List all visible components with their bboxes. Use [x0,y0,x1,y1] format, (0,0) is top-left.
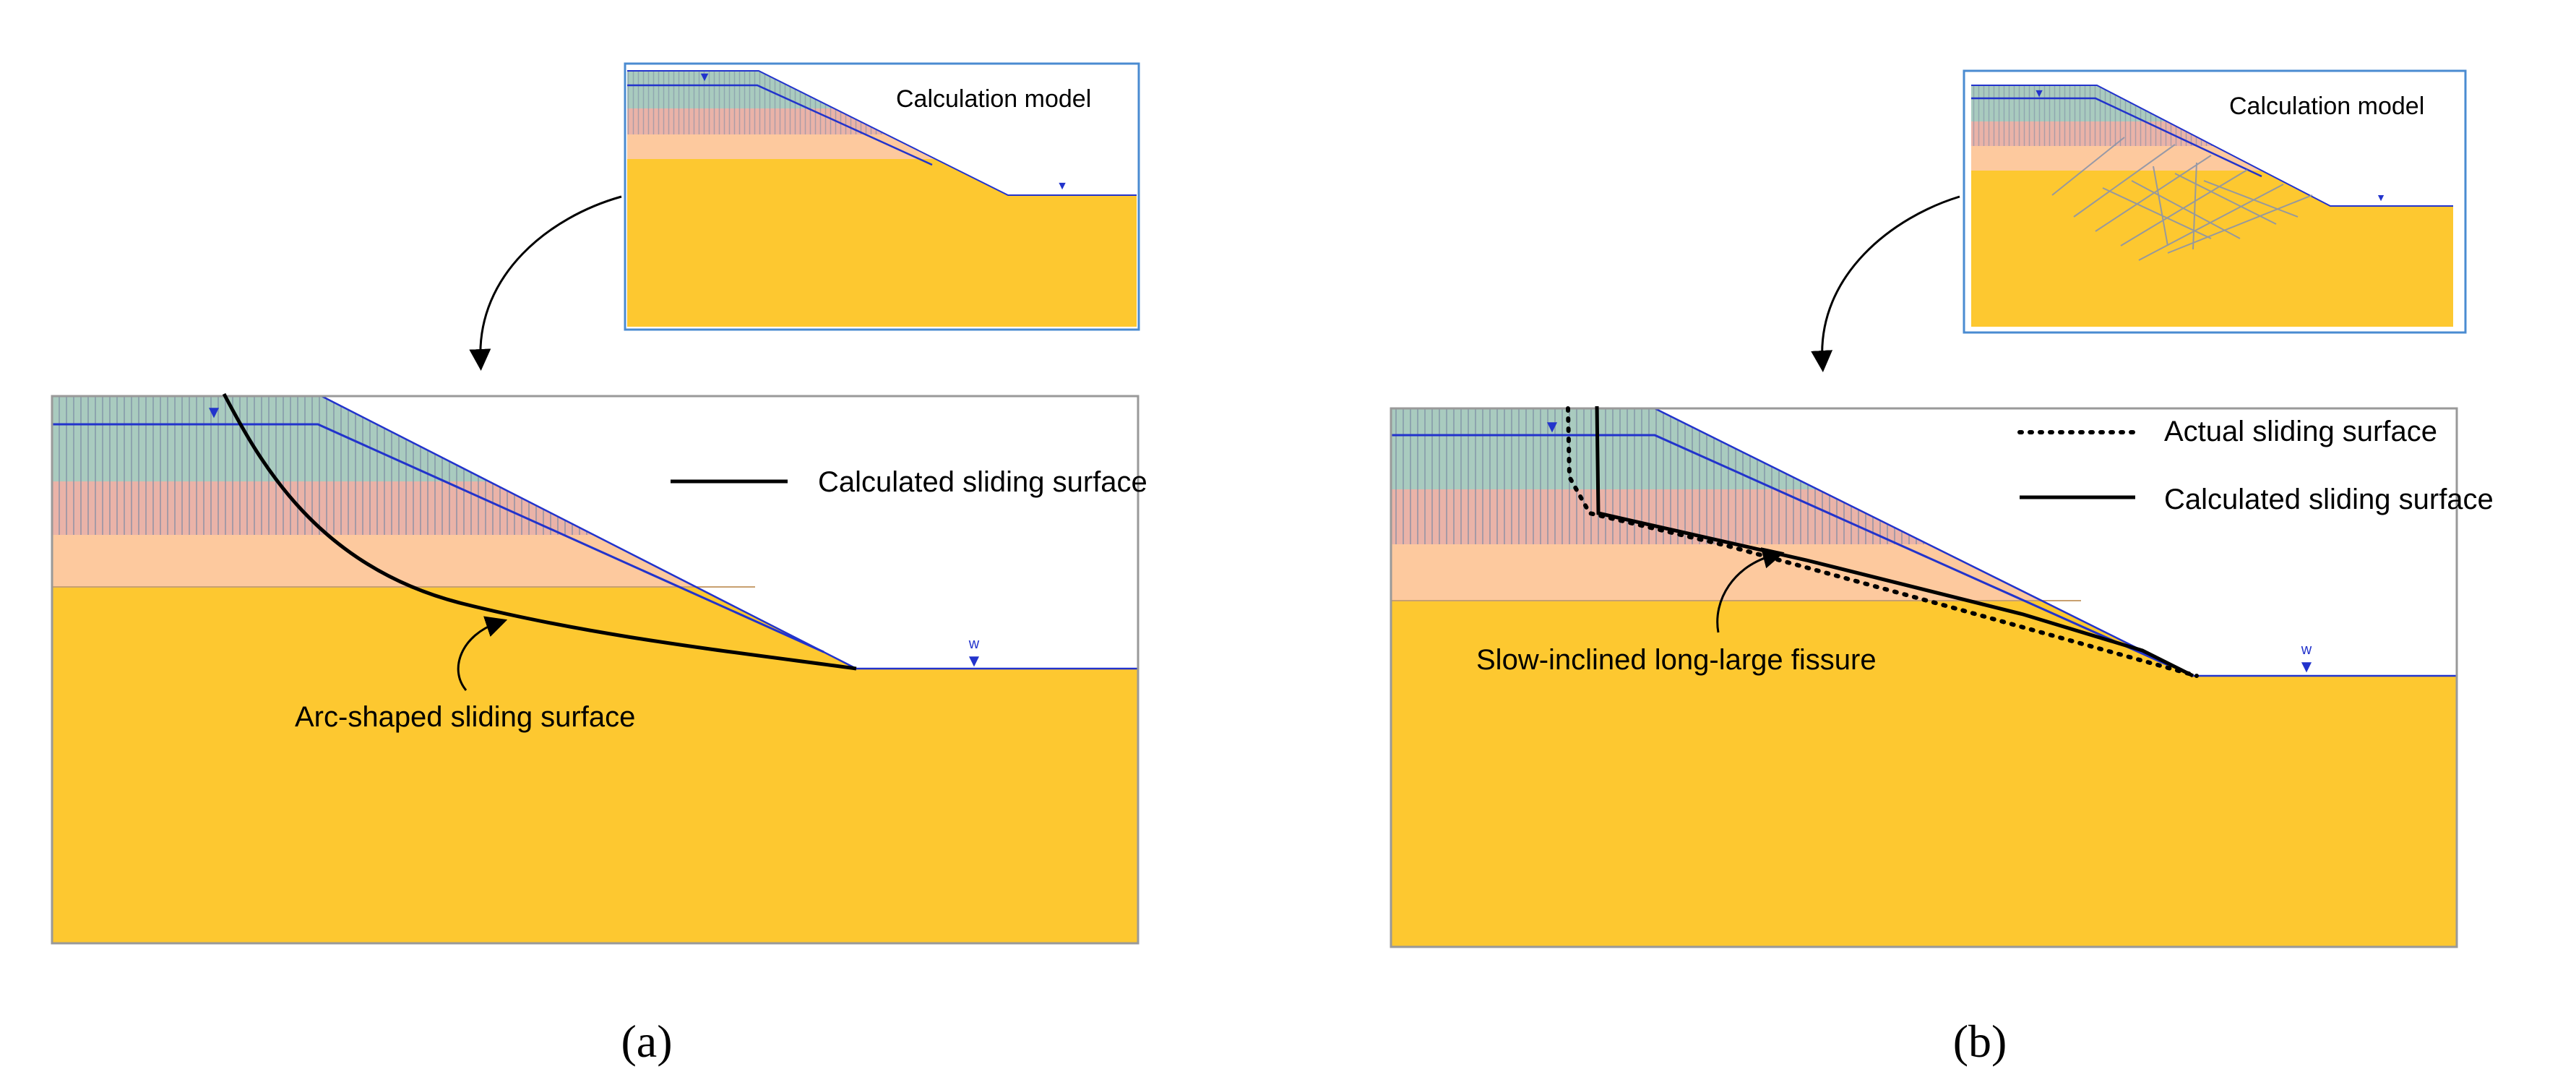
water-mark-icon-a2: ▼ [965,651,983,671]
inset-water-mark-icon-a: ▼ [698,69,711,84]
inset-title-a: Calculation model [896,85,1091,113]
inset-ground-surface-b [1971,85,2453,207]
inset-calculation-model-a: ▼ ▼ Calculation model [624,62,1140,331]
water-table-a [52,423,824,653]
panel-b: ▼ ▼ Calculation model ▼ w ▼ [1390,69,2494,1067]
water-mark-icon-b2: ▼ [2298,657,2315,677]
inset-water-table-a [627,84,933,166]
legend-label-calculated-b: Calculated sliding surface [2164,484,2494,515]
legend-b: Actual sliding surface Calculated slidin… [2017,416,2494,515]
arrow-inset-to-model-b [1811,195,1960,372]
panel-a: ▼ ▼ Calculation model ▼ w ▼ [51,62,1147,1067]
calculated-sliding-surface-curve-a [222,392,857,671]
inset-water-table-b [1971,97,2262,178]
annotation-arrow-a [457,616,508,691]
annotation-arrow-b [1716,547,1785,633]
inset-water-mark-icon-b2: ▼ [2376,192,2386,203]
inset-water-mark-icon-a2: ▼ [1056,180,1068,192]
panel-label-b: (b) [1953,1016,2007,1067]
water-symbol-a: w [968,636,980,652]
inset-title-b: Calculation model [2229,93,2424,120]
legend-label-actual-b: Actual sliding surface [2164,416,2437,447]
lower-layer-a [52,535,1138,587]
lower-layer-b [1391,544,2457,601]
inset-ground-surface-a [627,70,1137,196]
model-frame-a [51,395,1140,945]
calculated-sliding-surface-line-b [1595,406,2194,678]
legend-label-calculated-a: Calculated sliding surface [818,466,1147,498]
model-frame-b [1390,407,2458,948]
annotation-arc-shaped-a: Arc-shaped sliding surface [295,701,635,733]
inset-water-mark-icon-b: ▼ [2033,87,2045,100]
panel-label-a: (a) [621,1016,672,1067]
water-mark-icon-b: ▼ [1543,417,1561,437]
water-mark-icon-a: ▼ [205,403,223,422]
legend-a: Calculated sliding surface [671,466,1147,498]
arrow-inset-to-model-a [469,195,622,371]
actual-sliding-surface-line-b [1566,406,2199,678]
water-table-b [1391,434,2168,666]
inset-calculation-model-b: ▼ ▼ Calculation model [1963,69,2467,334]
annotation-fissure-b: Slow-inclined long-large fissure [1476,644,1877,676]
inset-fissure-lines-b [2051,137,2313,261]
water-symbol-b: w [2301,642,2312,658]
